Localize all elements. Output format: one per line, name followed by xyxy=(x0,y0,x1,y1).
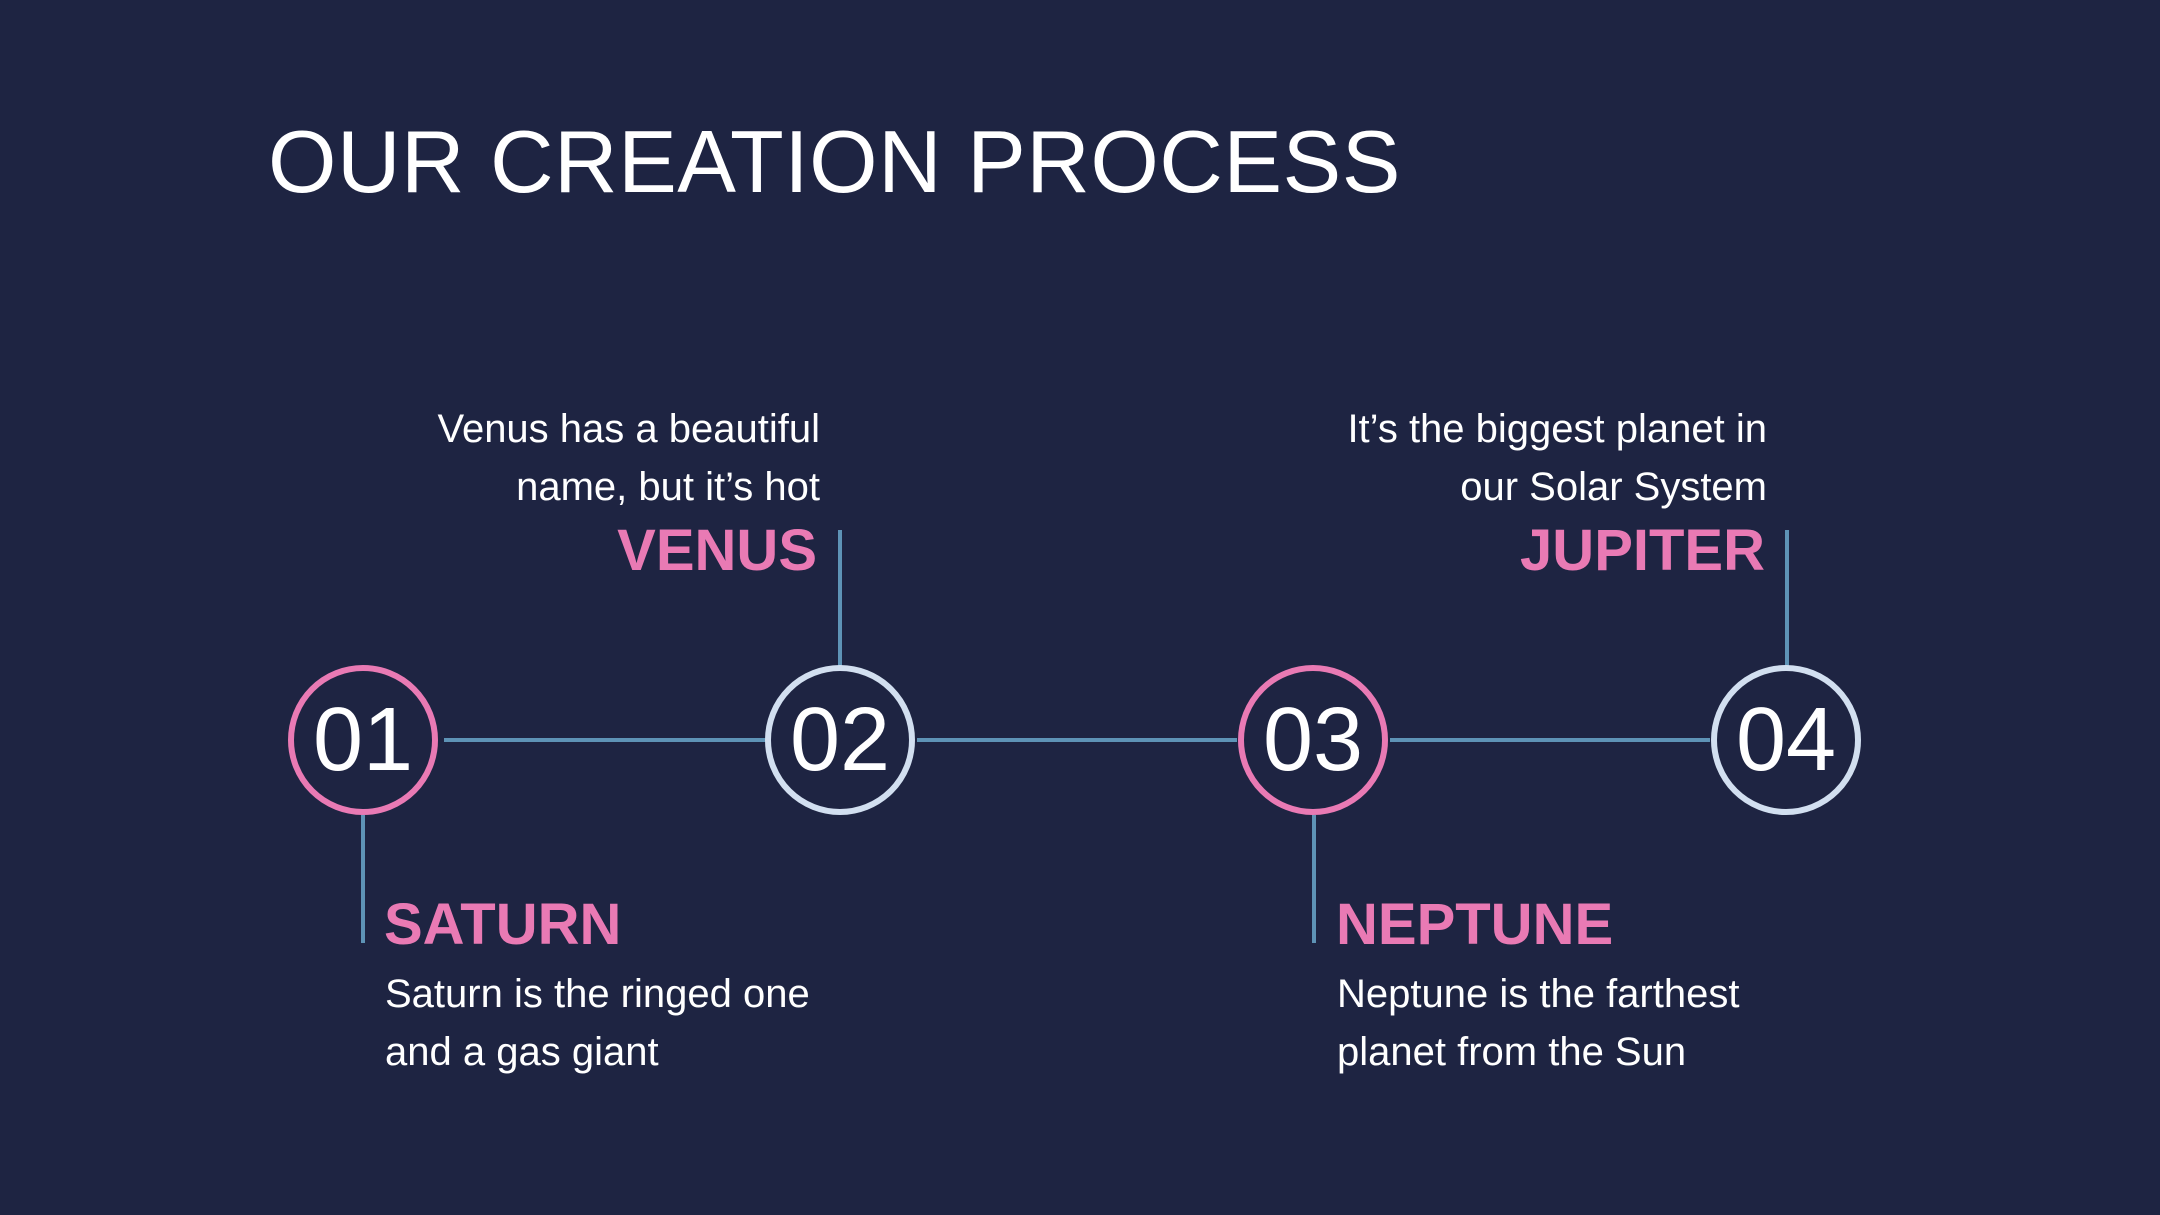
connector-03-04 xyxy=(1390,738,1710,742)
description-line: It’s the biggest planet in xyxy=(1347,407,1767,451)
description-line: our Solar System xyxy=(1460,465,1767,509)
description-line: Neptune is the farthest xyxy=(1337,972,1740,1016)
step-description-neptune: Neptune is the farthest planet from the … xyxy=(1337,965,1739,1081)
connector-04-up xyxy=(1785,530,1789,666)
page-title: OUR CREATION PROCESS xyxy=(268,112,1401,211)
description-line: and a gas giant xyxy=(385,1030,659,1074)
connector-03-down xyxy=(1312,815,1316,943)
step-heading-jupiter: JUPITER xyxy=(1520,518,1765,583)
step-circle-04: 04 xyxy=(1711,665,1861,815)
description-line: Venus has a beautiful xyxy=(437,407,820,451)
step-circle-01: 01 xyxy=(288,665,438,815)
step-heading-saturn: SATURN xyxy=(384,892,622,957)
connector-02-up xyxy=(838,530,842,666)
step-number: 03 xyxy=(1262,690,1364,790)
connector-01-02 xyxy=(444,738,766,742)
step-number: 04 xyxy=(1735,690,1837,790)
step-description-jupiter: It’s the biggest planet in our Solar Sys… xyxy=(1347,400,1767,516)
step-number: 01 xyxy=(312,690,414,790)
step-description-saturn: Saturn is the ringed one and a gas giant xyxy=(385,965,810,1081)
description-line: name, but it’s hot xyxy=(516,465,820,509)
description-line: planet from the Sun xyxy=(1337,1030,1687,1074)
step-description-venus: Venus has a beautiful name, but it’s hot xyxy=(437,400,820,516)
step-heading-venus: VENUS xyxy=(617,518,817,583)
step-heading-neptune: NEPTUNE xyxy=(1336,892,1614,957)
connector-01-down xyxy=(361,815,365,943)
step-number: 02 xyxy=(789,690,891,790)
step-circle-03: 03 xyxy=(1238,665,1388,815)
description-line: Saturn is the ringed one xyxy=(385,972,810,1016)
connector-02-03 xyxy=(917,738,1237,742)
step-circle-02: 02 xyxy=(765,665,915,815)
